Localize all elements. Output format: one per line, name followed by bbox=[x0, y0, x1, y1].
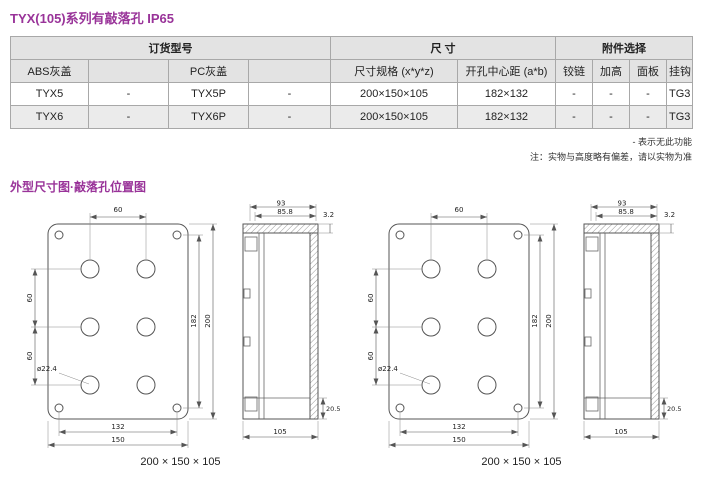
cell-hole-pitch: 182×132 bbox=[457, 82, 556, 106]
page-title: TYX(105)系列有敲落孔 IP65 bbox=[10, 11, 174, 26]
col-header-panel: 面板 bbox=[629, 59, 667, 83]
cell-model-abs: TYX6 bbox=[10, 105, 89, 129]
table-cell: - bbox=[248, 105, 331, 129]
dimension-drawings: 200 × 150 × 105 200 × 150 × 105 bbox=[10, 199, 692, 468]
cell-hook: TG3 bbox=[666, 105, 693, 129]
table-row: TYX6 - TYX6P - 200×150×105 182×132 - - -… bbox=[10, 105, 693, 129]
col-header-abs-cover: ABS灰盖 bbox=[10, 59, 89, 83]
cell-size: 200×150×105 bbox=[330, 105, 458, 129]
table-cell: - bbox=[88, 82, 169, 106]
footnote-dash: - 表示无此功能 bbox=[632, 137, 693, 147]
table-cell: - bbox=[555, 82, 593, 106]
drawing-unit-1: 200 × 150 × 105 bbox=[13, 199, 348, 468]
col-header-hinge: 铰链 bbox=[555, 59, 593, 83]
table-cell: - bbox=[555, 105, 593, 129]
cell-model-pc: TYX5P bbox=[168, 82, 249, 106]
cell-size: 200×150×105 bbox=[330, 82, 458, 106]
drawing-instance bbox=[26, 199, 340, 448]
cell-hook: TG3 bbox=[666, 82, 693, 106]
drawing-caption: 200 × 150 × 105 bbox=[481, 455, 562, 468]
group-header-order-model: 订货型号 bbox=[10, 36, 331, 60]
cell-hole-pitch: 182×132 bbox=[457, 105, 556, 129]
drawing-unit-2: 200 × 150 × 105 bbox=[354, 199, 689, 468]
outline-drawing-1 bbox=[13, 199, 348, 451]
table-cell: - bbox=[592, 82, 630, 106]
table-group-header-row: 订货型号 尺 寸 附件选择 bbox=[10, 36, 693, 60]
cell-model-abs: TYX5 bbox=[10, 82, 89, 106]
section-title: 外型尺寸图·敲落孔位置图 bbox=[10, 179, 146, 194]
col-header-size-spec: 尺寸规格 (x*y*z) bbox=[330, 59, 458, 83]
col-header-blank1 bbox=[88, 59, 169, 83]
col-header-hook: 挂钩 bbox=[666, 59, 693, 83]
table-cell: - bbox=[629, 82, 667, 106]
outline-drawing-2 bbox=[354, 199, 689, 451]
footnote-disclaimer: 注：实物与高度略有偏差，请以实物为准 bbox=[529, 152, 692, 163]
cell-model-pc: TYX6P bbox=[168, 105, 249, 129]
col-header-pc-cover: PC灰盖 bbox=[168, 59, 249, 83]
group-header-dimensions: 尺 寸 bbox=[330, 36, 556, 60]
table-cell: - bbox=[629, 105, 667, 129]
col-header-raised: 加高 bbox=[592, 59, 630, 83]
col-header-hole-pitch: 开孔中心距 (a*b) bbox=[457, 59, 556, 83]
footnotes: - 表示无此功能 注：实物与高度略有偏差，请以实物为准 bbox=[10, 135, 692, 166]
group-header-accessories: 附件选择 bbox=[555, 36, 693, 60]
drawing-caption: 200 × 150 × 105 bbox=[140, 455, 221, 468]
table-cell: - bbox=[88, 105, 169, 129]
table-cell: - bbox=[592, 105, 630, 129]
table-row: TYX5 - TYX5P - 200×150×105 182×132 - - -… bbox=[10, 82, 693, 106]
table-column-header-row: ABS灰盖 PC灰盖 尺寸规格 (x*y*z) 开孔中心距 (a*b) 铰链 加… bbox=[10, 59, 693, 83]
drawing-instance bbox=[367, 199, 681, 448]
table-cell: - bbox=[248, 82, 331, 106]
col-header-blank2 bbox=[248, 59, 331, 83]
catalog-page: TYX(105)系列有敲落孔 IP65 订货型号 尺 寸 附件选择 ABS灰盖 … bbox=[10, 11, 693, 468]
spec-table: 订货型号 尺 寸 附件选择 ABS灰盖 PC灰盖 尺寸规格 (x*y*z) 开孔… bbox=[10, 36, 693, 129]
